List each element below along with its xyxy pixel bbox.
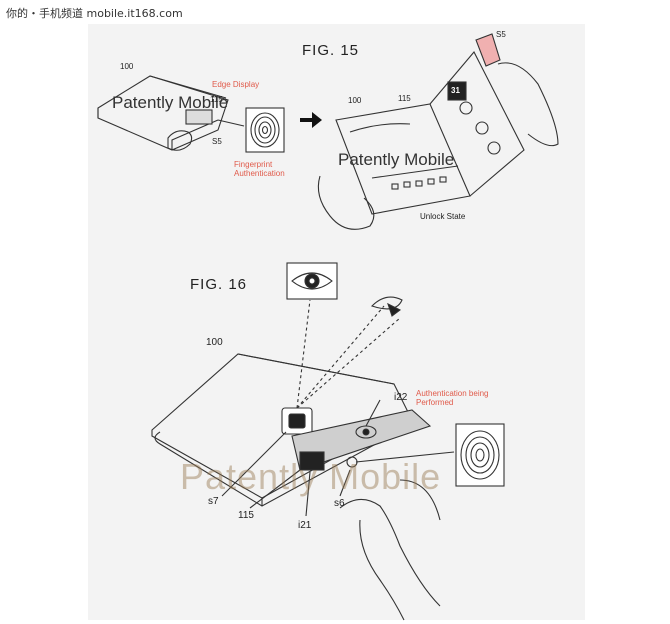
label-115-main: 115 [238, 510, 254, 521]
label-s5-left: S5 [212, 137, 222, 146]
label-100-main: 100 [206, 337, 223, 348]
label-100-left: 100 [120, 62, 134, 71]
unfolded-device-right [317, 33, 559, 230]
label-auth-line1: Authentication being [416, 389, 489, 398]
label-s6: s6 [334, 498, 345, 509]
clock-widget-text: 31 [451, 86, 460, 95]
label-115-left: 115 [210, 95, 223, 104]
hand-drawing [339, 479, 441, 621]
label-fingerprint-line1: Fingerprint [234, 160, 273, 169]
label-unlock-state: Unlock State [420, 212, 466, 221]
label-s7: s7 [208, 496, 219, 507]
scan-rays [296, 299, 401, 409]
label-i22: i22 [394, 392, 408, 403]
label-115-right: 115 [398, 94, 411, 103]
fingerprint-image-main [455, 423, 505, 487]
eye-icon [286, 262, 338, 300]
watermark-right: Patently Mobile [338, 150, 455, 169]
right-arrow-icon [300, 112, 322, 128]
site-header-text: 你的・手机频道 mobile.it168.com [6, 7, 183, 20]
folded-device-left [97, 75, 229, 151]
top-bar: 你的・手机频道 mobile.it168.com [0, 0, 670, 24]
label-auth-line2: Performed [416, 398, 454, 407]
label-i21: i21 [298, 520, 312, 531]
fig16-title: FIG. 16 [190, 276, 248, 293]
label-fingerprint: Fingerprint Authentication [234, 160, 285, 178]
side-eye-icon [370, 296, 403, 317]
watermark-left: Patently Mobile [112, 93, 229, 112]
label-fingerprint-line2: Authentication [234, 169, 285, 178]
label-authentication: Authentication being Performed [416, 389, 489, 407]
label-s5-right: S5 [496, 30, 506, 39]
label-edge-display: Edge Display [212, 80, 260, 89]
label-100-right: 100 [348, 96, 362, 105]
fingerprint-image-left [245, 107, 285, 153]
fig15-title: FIG. 15 [302, 42, 360, 59]
watermark-main: Patently Mobile [180, 456, 442, 497]
folded-device-main [151, 353, 432, 507]
patent-figure-panel [88, 24, 585, 620]
